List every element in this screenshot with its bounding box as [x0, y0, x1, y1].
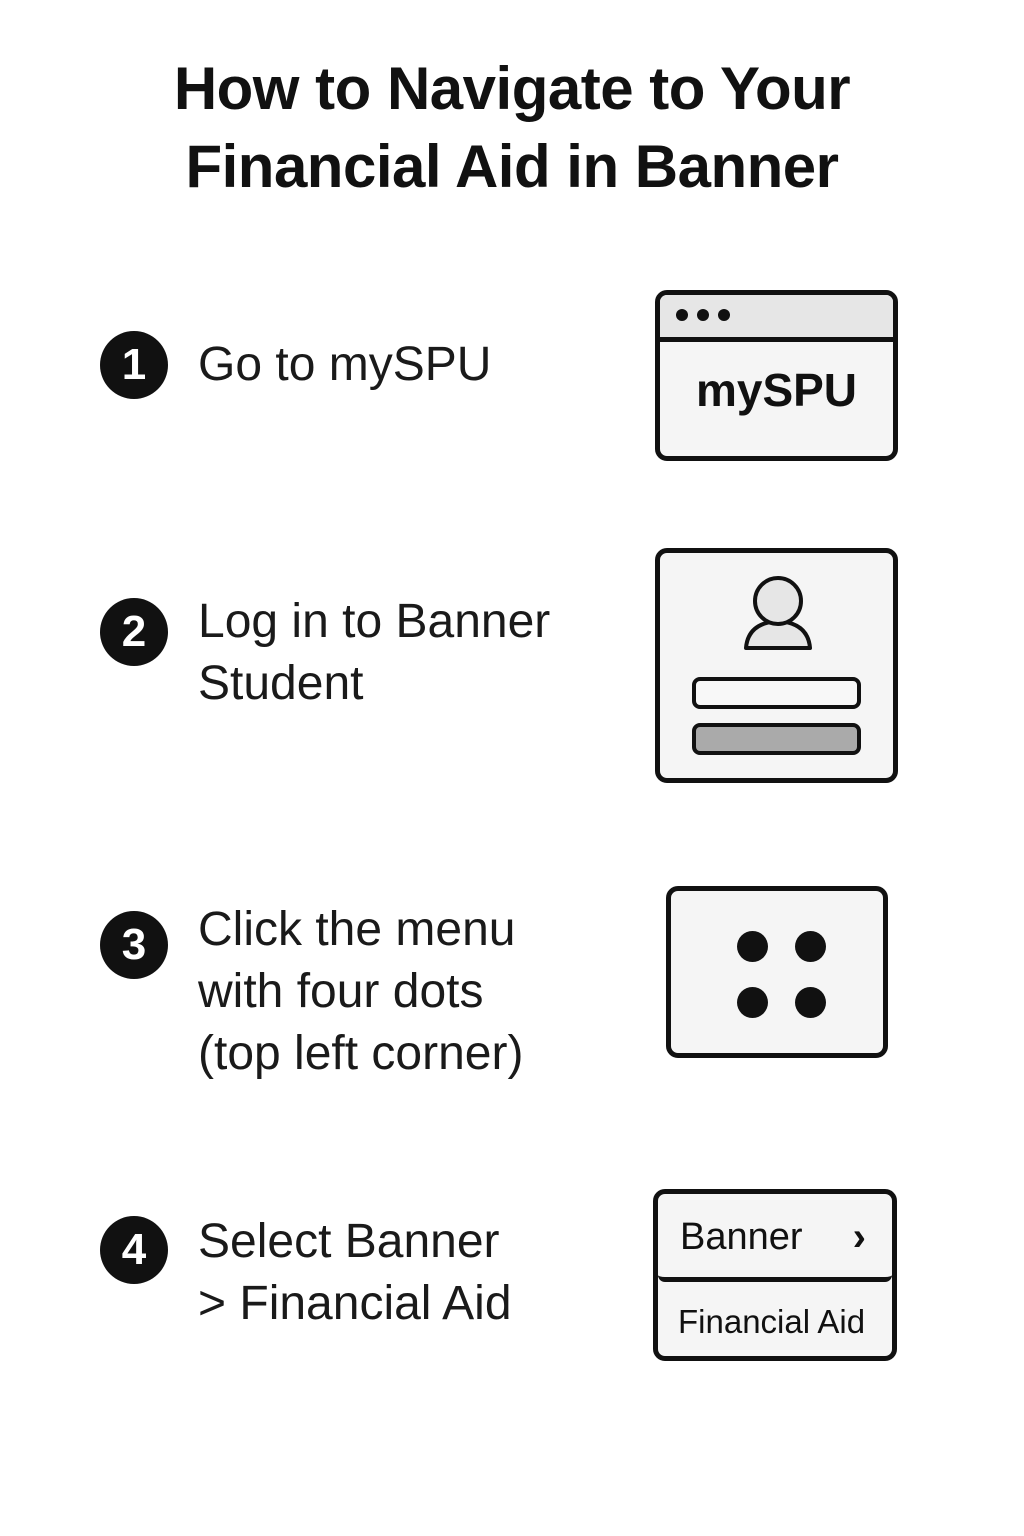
four-dots-menu-icon [666, 886, 888, 1058]
step-4-line-1: Select Banner [198, 1215, 500, 1268]
step-4-number: 4 [100, 1216, 168, 1284]
step-1-number: 1 [100, 331, 168, 399]
menu-item-banner-label: Banner [680, 1216, 803, 1258]
menu-dot-icon [795, 987, 826, 1018]
menu-item-banner: Banner › [658, 1194, 892, 1282]
login-form-icon [655, 548, 898, 783]
step-3-text: Click the menu with four dots (top left … [198, 899, 523, 1085]
step-2-line-1: Log in to Banner [198, 595, 551, 648]
window-dot-icon [697, 309, 709, 321]
browser-titlebar [660, 295, 893, 342]
step-2-text: Log in to Banner Student [198, 591, 550, 715]
page-title: How to Navigate to Your Financial Aid in… [0, 50, 1024, 206]
chevron-right-icon: › [852, 1215, 866, 1259]
browser-window-icon: mySPU [655, 290, 898, 461]
step-1-line-1: Go to mySPU [198, 338, 492, 391]
step-1-text: Go to mySPU [198, 334, 491, 396]
step-4-line-2: > Financial Aid [198, 1277, 512, 1330]
menu-item-financial-aid: Financial Aid [678, 1303, 866, 1340]
step-3-number: 3 [100, 911, 168, 979]
title-line-1: How to Navigate to Your [173, 55, 851, 122]
step-4-text: Select Banner > Financial Aid [198, 1211, 512, 1335]
menu-dot-icon [737, 931, 768, 962]
step-3-line-2: with four dots [198, 965, 484, 1018]
title-line-2: Financial Aid in Banner [185, 133, 839, 200]
step-2-number: 2 [100, 598, 168, 666]
window-dot-icon [718, 309, 730, 321]
browser-label: mySPU [695, 364, 858, 416]
step-2-line-2: Student [198, 657, 364, 710]
step-3-line-3: (top left corner) [198, 1027, 524, 1080]
banner-menu-icon: Banner › Financial Aid [653, 1189, 897, 1361]
menu-dot-icon [795, 931, 826, 962]
menu-dot-icon [737, 987, 768, 1018]
step-3-line-1: Click the menu [198, 903, 516, 956]
login-button-icon [692, 723, 861, 755]
window-dot-icon [676, 309, 688, 321]
user-icon [744, 576, 812, 650]
username-field-icon [692, 677, 861, 709]
